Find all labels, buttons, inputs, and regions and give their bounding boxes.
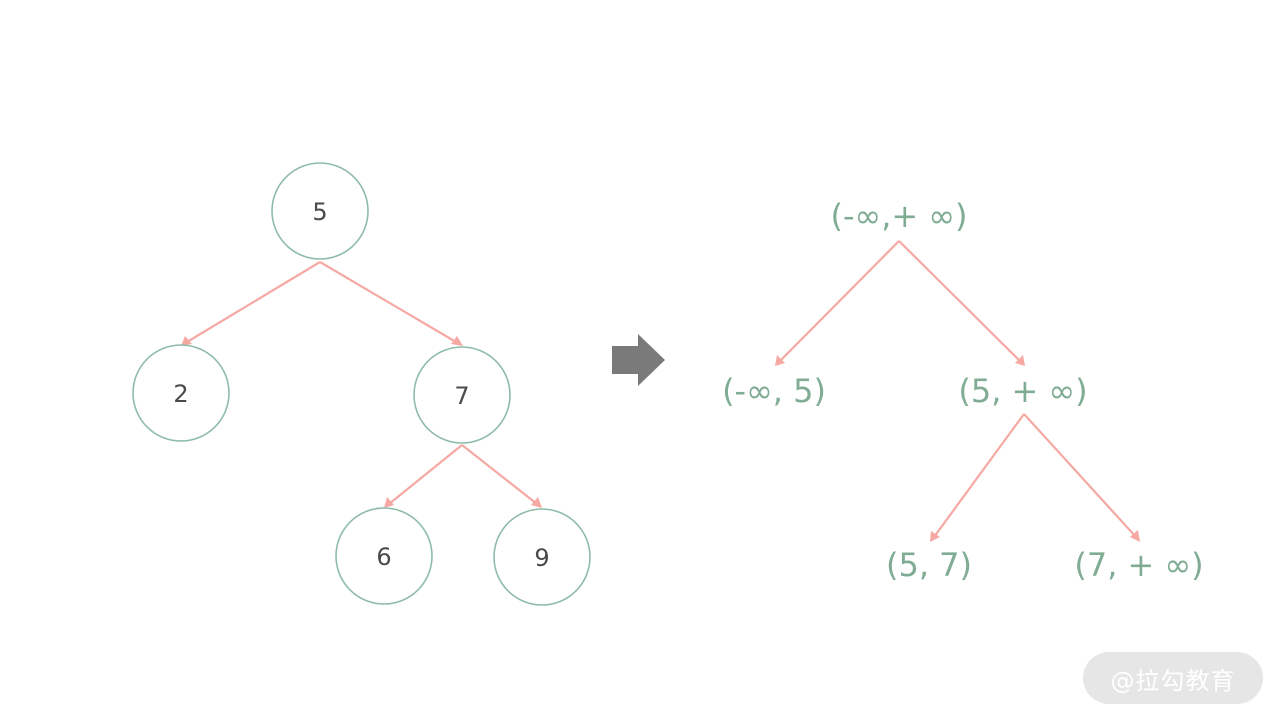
edge-interval-root-to-right	[898, 240, 1022, 363]
arrowhead-5-to-2	[181, 336, 192, 346]
node-circle-left	[132, 344, 230, 442]
edge-interval-right-to-right-right	[1023, 413, 1137, 538]
node-circle-right-left	[335, 507, 433, 605]
edge-5-to-2	[186, 261, 321, 343]
interval-label-right-left: (5, 7)	[886, 546, 972, 584]
node-circle-root	[271, 162, 369, 260]
tree-node-right: 7	[413, 346, 511, 444]
tree-node-left: 2	[132, 344, 230, 442]
right-tree-edges	[775, 240, 1140, 542]
arrowhead-interval-right-to-right-left	[930, 531, 940, 542]
node-value-root: 5	[312, 198, 327, 226]
interval-label-root: (-∞,+ ∞)	[831, 197, 968, 235]
watermark-text: @拉勾教育	[1110, 666, 1236, 695]
node-value-right: 7	[454, 382, 469, 410]
edge-interval-right-to-right-left	[933, 413, 1025, 538]
arrowhead-7-to-9	[531, 497, 542, 508]
edge-5-to-7	[319, 261, 457, 343]
node-circle-right-right	[493, 508, 591, 606]
left-tree-edges	[181, 261, 542, 508]
interval-label-left: (-∞, 5)	[722, 372, 826, 410]
watermark-badge: @拉勾教育	[1083, 652, 1263, 704]
arrowhead-5-to-7	[451, 336, 463, 346]
arrowhead-interval-right-to-right-right	[1130, 530, 1140, 542]
node-circle-right	[413, 346, 511, 444]
node-value-right-right: 9	[534, 544, 549, 572]
arrowhead-interval-root-to-right	[1015, 355, 1025, 366]
tree-node-root: 5	[271, 162, 369, 260]
arrowhead-7-to-6	[384, 497, 394, 508]
edge-interval-root-to-left	[778, 240, 900, 363]
arrowhead-interval-root-to-left	[775, 355, 785, 366]
tree-node-right-right: 9	[493, 508, 591, 606]
right-arrow-icon	[612, 334, 665, 386]
interval-label-right-right: (7, + ∞)	[1074, 546, 1203, 584]
edge-7-to-9	[461, 444, 538, 505]
node-value-left: 2	[173, 380, 188, 408]
edge-7-to-6	[388, 444, 463, 505]
tree-node-right-left: 6	[335, 507, 433, 605]
node-value-right-left: 6	[376, 543, 391, 571]
interval-label-right: (5, + ∞)	[958, 372, 1087, 410]
